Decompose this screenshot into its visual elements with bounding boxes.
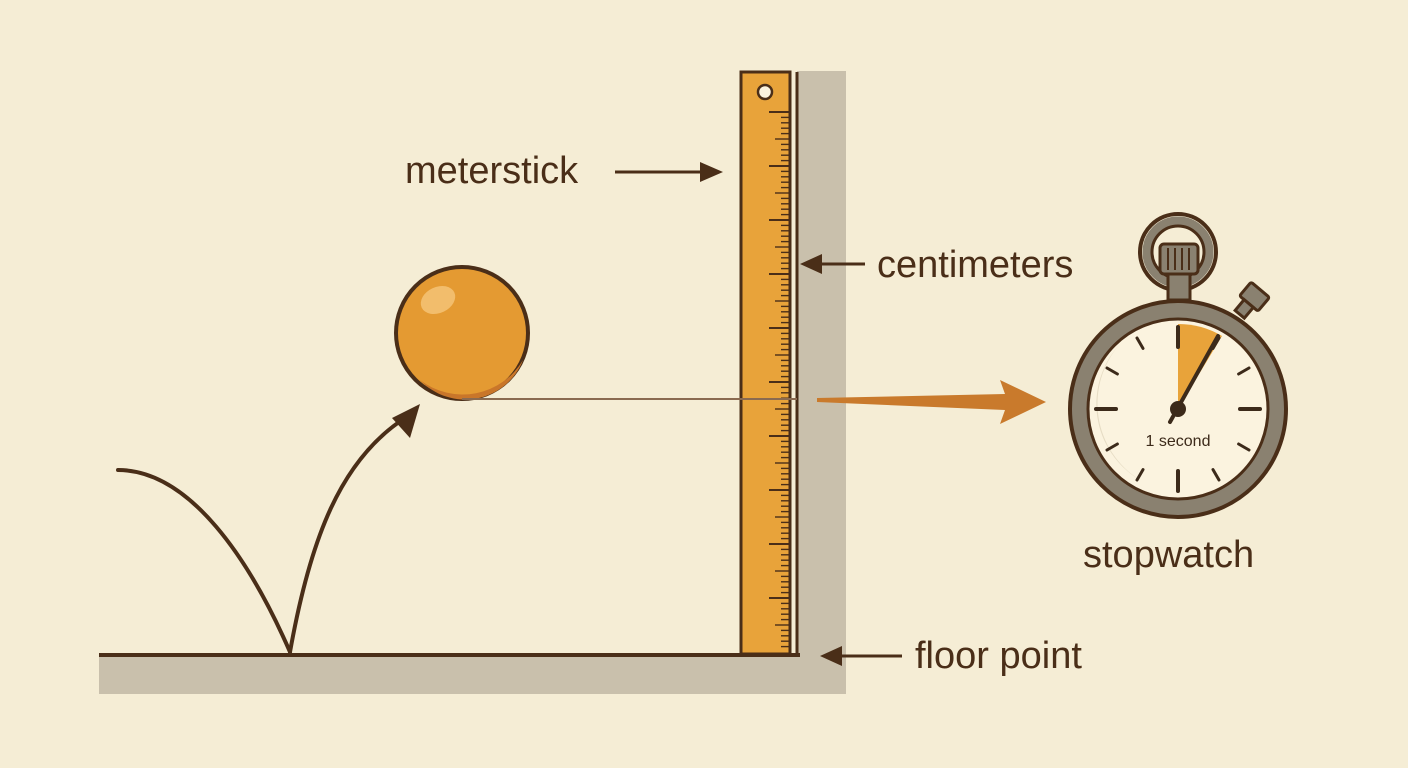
dial-tick (1237, 442, 1251, 452)
meterstick-label: meterstick (405, 150, 579, 192)
dial-tick (1237, 366, 1251, 376)
centimeters-pointer (800, 254, 865, 274)
dial-tick (1135, 468, 1145, 482)
bounce-path-left (116, 468, 292, 654)
wall (797, 71, 846, 693)
dial-tick (1105, 442, 1119, 452)
floor-point-label: floor point (915, 635, 1082, 677)
stopwatch-icon (1068, 212, 1288, 519)
stopwatch-reading-label: 1 second (1145, 433, 1211, 450)
meterstick-icon (739, 70, 799, 656)
stopwatch-label: stopwatch (1083, 534, 1255, 576)
timing-arrow (817, 380, 1046, 424)
dial-tick (1105, 366, 1119, 376)
meterstick-ticks (769, 111, 789, 648)
centimeters-label: centimeters (877, 244, 1074, 286)
dial-tick (1211, 468, 1221, 482)
floor-shadow (99, 657, 846, 694)
bounce-path-right (288, 416, 407, 654)
ball-icon (394, 265, 530, 401)
bounce-arrowhead (392, 404, 420, 438)
dial-tick (1135, 336, 1145, 350)
meterstick-pointer (615, 162, 723, 182)
floor-point-pointer (820, 646, 902, 666)
